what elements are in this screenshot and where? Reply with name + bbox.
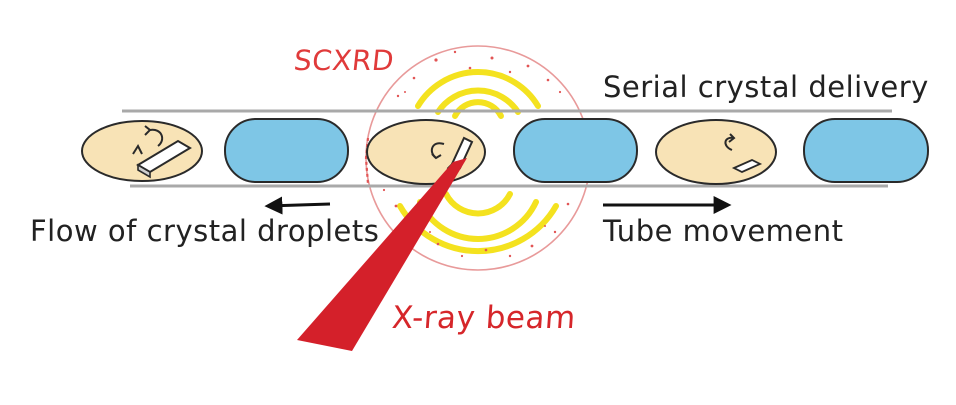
flow-label: Flow of crystal droplets [30, 214, 380, 248]
crystal-droplet [655, 119, 777, 185]
crystal-plate-icon [731, 159, 763, 173]
technique-label: SCXRD [292, 44, 396, 77]
curved-arrow-icon [132, 125, 164, 155]
diffraction-rings-top [415, 69, 541, 119]
delivery-label: Serial crystal delivery [603, 70, 929, 104]
curved-arrow-icon [724, 133, 736, 151]
beam-label: X-ray beam [390, 300, 578, 336]
crystal-plate-icon [136, 139, 192, 179]
crystal-droplet [81, 120, 203, 182]
xray-beam [297, 158, 467, 351]
flow-arrow [264, 196, 331, 215]
measurement-marker [364, 137, 370, 185]
diffraction-spots [382, 50, 577, 258]
spacer-droplet [803, 118, 929, 183]
curved-arrow-icon [430, 142, 445, 160]
movement-label: Tube movement [603, 214, 844, 248]
spacer-droplet [224, 118, 349, 183]
spacer-droplet [513, 118, 638, 183]
